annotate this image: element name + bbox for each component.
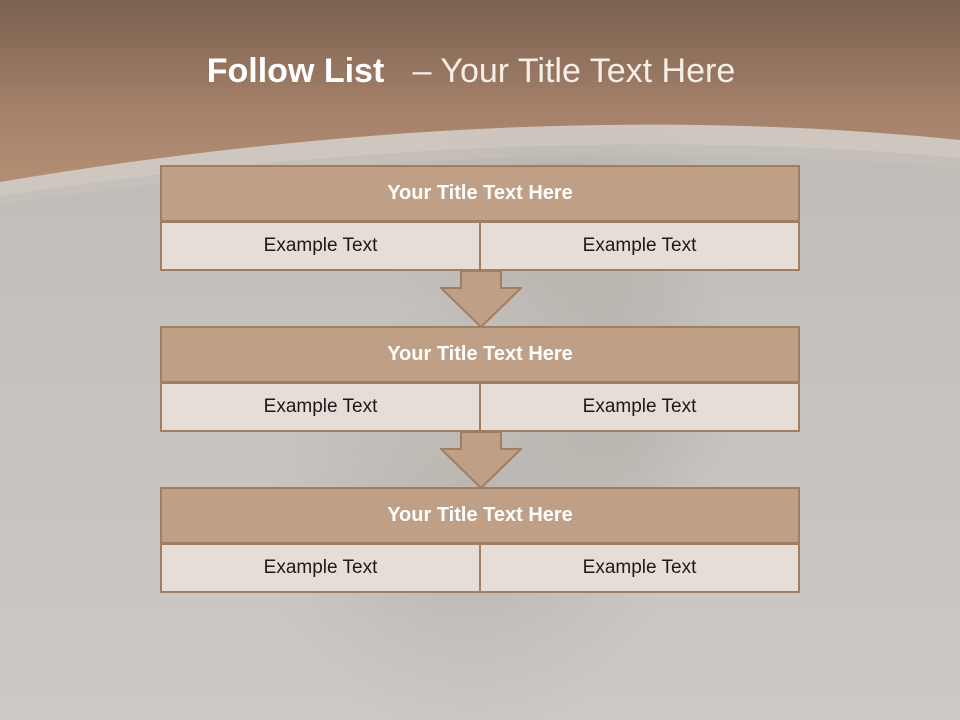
stage-title: Your Title Text Here: [160, 165, 800, 222]
down-arrow-icon: [440, 432, 522, 490]
stage-box-1: Your Title Text Here Example Text Exampl…: [160, 165, 800, 271]
stage-cell-left: Example Text: [160, 382, 481, 432]
down-arrow-icon: [440, 271, 522, 329]
slide-title: Follow List – Your Title Text Here: [0, 52, 942, 91]
stage-title: Your Title Text Here: [160, 487, 800, 544]
stage-cell-right: Example Text: [479, 221, 800, 271]
stage-box-3: Your Title Text Here Example Text Exampl…: [160, 487, 800, 593]
stage-cell-right: Example Text: [479, 382, 800, 432]
stage-cell-left: Example Text: [160, 543, 481, 593]
slide-title-rest: – Your Title Text Here: [412, 52, 736, 90]
stage-cell-left: Example Text: [160, 221, 481, 271]
stage-title: Your Title Text Here: [160, 326, 800, 383]
stage-box-2: Your Title Text Here Example Text Exampl…: [160, 326, 800, 432]
stage-cell-right: Example Text: [479, 543, 800, 593]
slide-title-bold: Follow List: [206, 52, 385, 90]
